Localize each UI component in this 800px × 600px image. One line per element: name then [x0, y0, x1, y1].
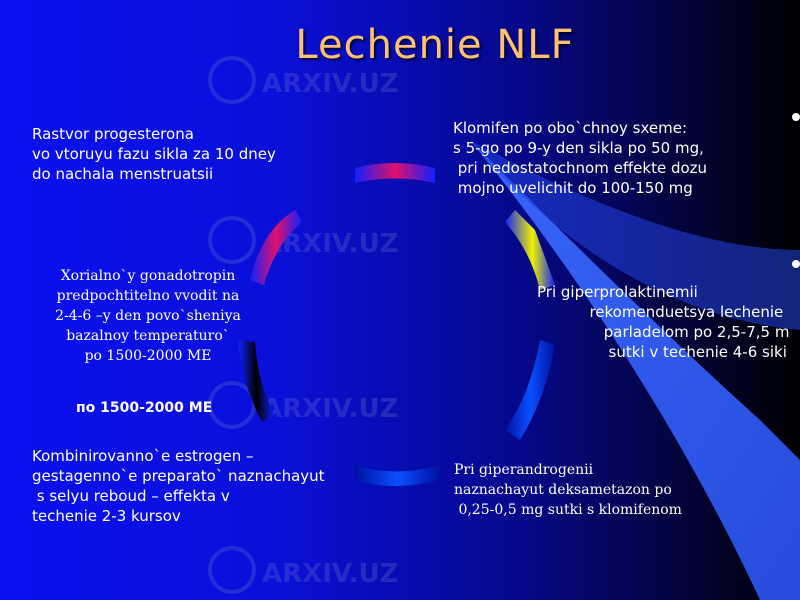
ring-segment-top: [355, 163, 435, 183]
text-gonadotropin: Xorialno`y gonadotropin predpochtitelno …: [55, 268, 241, 364]
bullet-dot: [792, 260, 800, 268]
svg-text:ARXIV.UZ: ARXIV.UZ: [262, 559, 398, 589]
ring-segment-right: [505, 340, 555, 440]
slide-title: Lechenie NLF: [295, 22, 575, 68]
ring-segment-top-left: [250, 210, 302, 285]
svg-text:ARXIV.UZ: ARXIV.UZ: [262, 69, 398, 99]
bullet-dot: [792, 113, 800, 121]
svg-text:ARXIV.UZ: ARXIV.UZ: [262, 394, 398, 424]
ring-segment-top-right: [505, 210, 555, 290]
ribbon-shape: [470, 140, 800, 600]
text-dose-ru: по 1500-2000 МЕ: [76, 400, 213, 416]
text-progesterone: Rastvor progesterona vo vtoruyu fazu sik…: [32, 125, 276, 183]
text-klomifen: Klomifen po obo`chnoy sxeme: s 5-go po 9…: [453, 119, 708, 197]
text-hyperandrogenism: Pri giperandrogenii naznachayut deksamet…: [454, 462, 682, 518]
ring-segment-bottom: [355, 465, 440, 486]
ring-segment-left: [238, 340, 275, 422]
text-combined-preparations: Kombinirovanno`e estrogen – gestagenno`e…: [32, 447, 325, 525]
text-hyperprolactinemia: Pri giperprolaktinemii rekomenduetsya le…: [537, 283, 790, 361]
